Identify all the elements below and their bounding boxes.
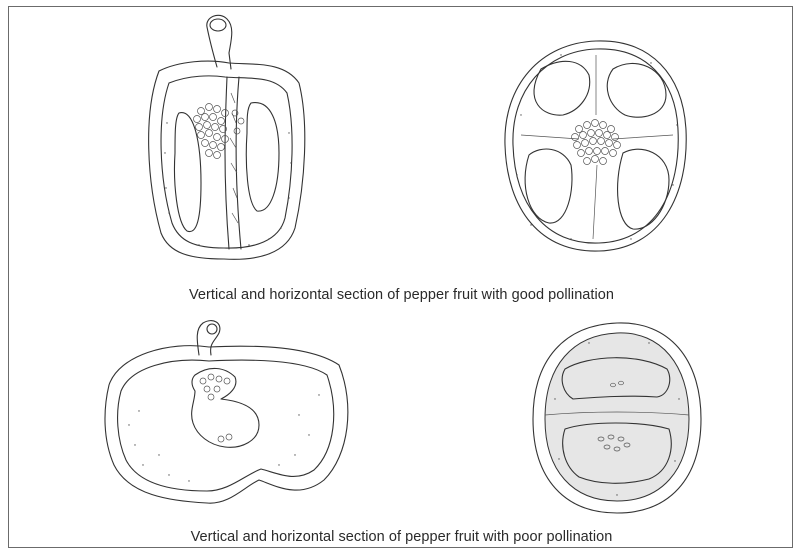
pepper-vertical-section-good bbox=[139, 13, 309, 268]
caption-poor-pollination: Vertical and horizontal section of peppe… bbox=[9, 529, 794, 545]
pepper-horizontal-section-good bbox=[501, 35, 691, 257]
figure-frame: Vertical and horizontal section of peppe… bbox=[8, 6, 793, 548]
caption-good-pollination: Vertical and horizontal section of peppe… bbox=[9, 287, 794, 303]
pepper-vertical-section-poor bbox=[99, 315, 357, 511]
pepper-horizontal-section-poor bbox=[529, 319, 705, 515]
